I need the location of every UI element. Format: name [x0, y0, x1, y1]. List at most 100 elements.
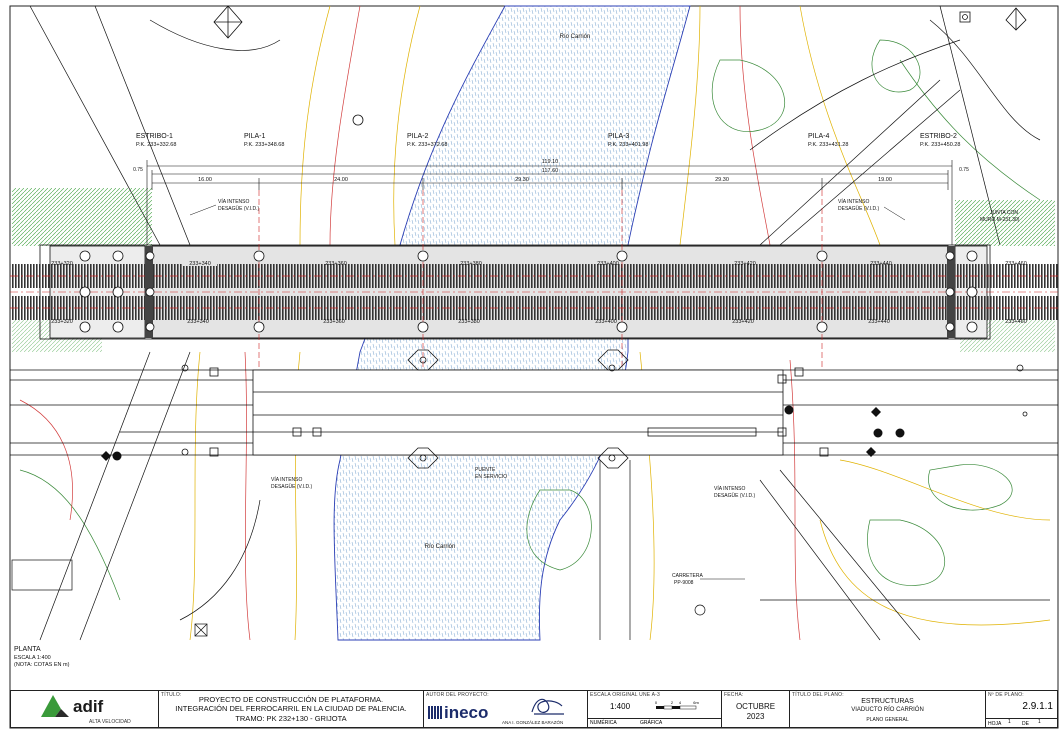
chainage: 233+320 — [51, 319, 73, 325]
support-labels: ESTRIBO-1 P.K. 233+332.68 PILA-1 P.K. 23… — [136, 133, 960, 148]
dim-span: 19.00 — [878, 177, 892, 183]
vegetation-right — [955, 200, 1055, 246]
annotation: DESAGÜE (V.I.D.) — [714, 492, 756, 499]
chainage: 233+400 — [595, 319, 617, 325]
chainage: 233+380 — [460, 261, 482, 267]
annotation: VÍA INTENSO — [714, 485, 746, 492]
graphic-scale-icon: 0 2 4 6m — [655, 700, 699, 710]
adif-logo: adif — [41, 695, 103, 717]
title-line-3: TRAMO: PK 232+130 - GRIJOTA — [235, 714, 347, 723]
chainage: 233+440 — [870, 261, 892, 267]
adif-subtitle: ALTA VELOCIDAD — [89, 719, 131, 725]
adif-symbol-icon — [41, 695, 69, 717]
annotation: VÍA INTENSO — [218, 198, 250, 205]
chainage: 233+460 — [1005, 319, 1027, 325]
dimension-lines — [146, 160, 953, 245]
author-name: ANA I. GONZÁLEZ BARAZÓN — [502, 720, 564, 725]
annotation: VÍA INTENSO — [271, 476, 303, 483]
support-pk: P.K. 233+431.28 — [808, 142, 848, 148]
chainage: 233+420 — [734, 261, 756, 267]
sheet-total: 1 — [1038, 719, 1041, 725]
support-pk: P.K. 233+332.68 — [136, 142, 176, 148]
support-pk: P.K. 233+401.98 — [608, 142, 648, 148]
annotation: DESAGÜE (V.I.D.) — [838, 205, 880, 212]
scale-cell: ESCALA ORIGINAL UNE A-3 1:400 0 2 4 6m N… — [588, 691, 722, 727]
date-label: FECHA: — [724, 692, 744, 698]
ineco-bars-icon — [428, 706, 442, 719]
plan-number-label: Nº DE PLANO: — [988, 692, 1024, 698]
support-name: ESTRIBO-2 — [920, 133, 957, 140]
chainage-labels: 233+340 233+360 233+380 233+400 233+420 … — [51, 259, 1027, 325]
dim-span: 16.00 — [198, 177, 212, 183]
plan-title-line-3: PLANO GENERAL — [866, 717, 909, 723]
dim-span: 24.00 — [334, 177, 348, 183]
scale-tick: 2 — [671, 700, 674, 705]
annotation: DESAGÜE (V.I.D.) — [218, 205, 260, 212]
annotation: EN SERVICIO — [475, 474, 507, 480]
existing-bridge — [10, 349, 1058, 469]
annotation: MURO M-231.30) — [980, 217, 1020, 223]
river-label-top: Río Carrión — [560, 34, 591, 40]
dim-span: 29.30 — [515, 177, 529, 183]
chainage: 233+460 — [1005, 261, 1027, 267]
plan-title: PLANTA — [14, 646, 41, 653]
title-line-2: INTEGRACIÓN DEL FERROCARRIL EN LA CIUDAD… — [175, 704, 407, 713]
plan-title-label: TÍTULO DEL PLANO: — [792, 692, 844, 698]
linework — [29, 5, 1050, 641]
support-pk: P.K. 233+450.28 — [920, 142, 960, 148]
scale-value: 1:400 — [610, 702, 631, 711]
annotation: PP-9008 — [674, 580, 694, 586]
chainage: 233+360 — [323, 319, 345, 325]
chainage: 233+340 — [187, 319, 209, 325]
title-line-1: PROYECTO DE CONSTRUCCIÓN DE PLATAFORMA. — [198, 695, 384, 704]
sheet-number: 1 — [1008, 719, 1011, 725]
support-pk: P.K. 233+348.68 — [244, 142, 284, 148]
chainage: 233+360 — [325, 261, 347, 267]
scale-label: ESCALA ORIGINAL UNE A-3 — [590, 692, 660, 698]
pier-axes — [258, 190, 823, 370]
vegetation-left — [12, 188, 152, 246]
pier-bearings — [79, 250, 978, 333]
river-label-bottom: Río Carrión — [425, 544, 456, 550]
plan-title-line-1: ESTRUCTURAS — [861, 698, 914, 705]
survey-point-icon — [352, 11, 971, 126]
sheet-label: HOJA — [988, 721, 1002, 727]
date-month: OCTUBRE — [735, 702, 776, 711]
chainage: 233+400 — [597, 261, 619, 267]
author-label: AUTOR DEL PROYECTO: — [426, 692, 489, 698]
plan-scale: ESCALA 1:400 — [14, 655, 51, 661]
chainage: 233+440 — [868, 319, 890, 325]
annotation: JUNTA CON — [990, 210, 1018, 216]
plan-title-line-2: VIADUCTO RÍO CARRIÓN — [851, 707, 924, 713]
plan-title-cell: TÍTULO DEL PLANO: ESTRUCTURAS VIADUCTO R… — [790, 691, 986, 727]
plan-number-cell: Nº DE PLANO: 2.9.1.1 HOJA 1 DE 1 — [986, 691, 1057, 727]
annotation: PUENTE — [475, 467, 496, 473]
survey-symbols — [101, 405, 905, 461]
scale-tick: 4 — [679, 700, 682, 705]
adif-wordmark: adif — [73, 696, 104, 716]
chainage: 233+340 — [189, 261, 211, 267]
date-year: 2023 — [746, 712, 765, 721]
title-block: adif ALTA VELOCIDAD TÍTULO: PROYECTO DE … — [10, 690, 1058, 728]
annotation: CARRETERA — [672, 573, 704, 579]
viaduct-deck — [10, 244, 1058, 340]
scale-tick: 6m — [693, 700, 699, 705]
title-cell: TÍTULO: PROYECTO DE CONSTRUCCIÓN DE PLAT… — [159, 691, 424, 727]
north-arrow-icon — [1005, 7, 1027, 31]
support-name: PILA-4 — [808, 133, 830, 140]
plan-note: (NOTA: COTAS EN m) — [14, 662, 70, 668]
chainage: 233+420 — [732, 319, 754, 325]
signature-icon — [531, 698, 564, 715]
support-name: PILA-3 — [608, 133, 630, 140]
author-cell: AUTOR DEL PROYECTO: ineco ANA I. GONZÁLE… — [424, 691, 588, 727]
date-cell: FECHA: OCTUBRE 2023 — [722, 691, 790, 727]
ineco-logo: ineco — [428, 703, 488, 723]
dimension-texts: 119.10 117.60 0.75 0.75 16.00 24.00 29.3… — [133, 159, 969, 183]
contour-lines — [19, 5, 1051, 641]
dim-inner: 117.60 — [542, 168, 558, 174]
dim-end-left: 0.75 — [133, 167, 143, 173]
support-pk: P.K. 233+372.68 — [407, 142, 447, 148]
annotation: VÍA INTENSO — [838, 198, 870, 205]
title-label: TÍTULO: — [161, 692, 182, 698]
support-name: PILA-1 — [244, 133, 266, 140]
